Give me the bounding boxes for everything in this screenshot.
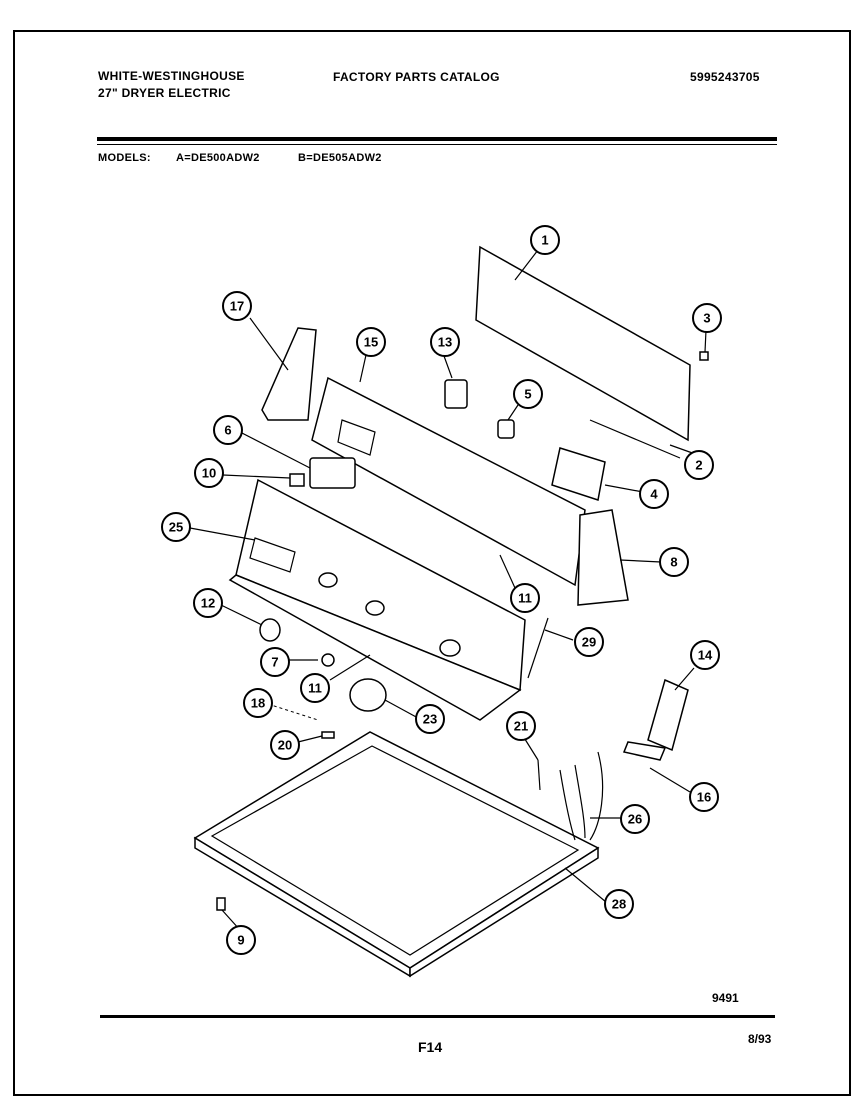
callout-18: 18 <box>243 688 273 718</box>
part-knob-b <box>365 600 385 616</box>
model-b: B=DE505ADW2 <box>298 152 382 164</box>
page-frame <box>13 30 851 1096</box>
part-knob-7 <box>321 653 335 667</box>
svg-text:23: 23 <box>423 712 437 727</box>
svg-text:1: 1 <box>541 233 548 248</box>
part-knob-12 <box>259 618 281 642</box>
part-top-side-edge <box>409 846 599 978</box>
svg-text:13: 13 <box>438 335 452 350</box>
page-number: F14 <box>418 1039 443 1055</box>
callout-14: 14 <box>690 640 720 670</box>
svg-text:2: 2 <box>695 458 702 473</box>
callout-3: 3 <box>692 303 722 333</box>
part-knob-a <box>318 572 338 588</box>
part-knob-c <box>439 639 461 657</box>
callout-8: 8 <box>659 547 689 577</box>
part-console-panel <box>311 376 586 587</box>
revision-code: 9491 <box>712 991 739 1005</box>
part-screw <box>699 351 709 361</box>
part-switch <box>444 379 468 409</box>
svg-text:20: 20 <box>278 738 292 753</box>
part-wire-harness <box>559 751 604 841</box>
header-rule-thin <box>97 144 777 145</box>
model-a: A=DE500ADW2 <box>176 152 260 164</box>
part-rod <box>589 419 681 459</box>
callout-13: 13 <box>430 327 460 357</box>
callout-21: 21 <box>506 711 536 741</box>
models-label: MODELS: <box>98 152 151 164</box>
svg-text:16: 16 <box>697 790 711 805</box>
callout-7: 7 <box>260 647 290 677</box>
part-console-lip <box>228 574 522 721</box>
svg-text:11: 11 <box>308 681 322 696</box>
svg-text:18: 18 <box>251 696 265 711</box>
svg-text:3: 3 <box>703 311 710 326</box>
callout-25: 25 <box>161 512 191 542</box>
svg-text:12: 12 <box>201 596 215 611</box>
svg-text:4: 4 <box>650 487 658 502</box>
callout-10: 10 <box>194 458 224 488</box>
svg-text:28: 28 <box>612 897 626 912</box>
svg-text:21: 21 <box>514 719 528 734</box>
svg-text:25: 25 <box>169 520 183 535</box>
svg-text:14: 14 <box>698 648 713 663</box>
svg-text:5: 5 <box>524 387 531 402</box>
callout-6: 6 <box>213 415 243 445</box>
callout-1: 1 <box>530 225 560 255</box>
footer-rule <box>100 1015 775 1018</box>
callout-29: 29 <box>574 627 604 657</box>
callout-5: 5 <box>513 379 543 409</box>
date-code: 8/93 <box>748 1032 772 1046</box>
part-terminal-block <box>647 678 689 752</box>
svg-text:10: 10 <box>202 466 216 481</box>
brand-title: WHITE-WESTINGHOUSE <box>98 69 245 83</box>
svg-text:15: 15 <box>364 335 378 350</box>
svg-text:8: 8 <box>670 555 677 570</box>
part-knob-small <box>497 419 515 439</box>
svg-text:7: 7 <box>271 655 278 670</box>
callout-12: 12 <box>193 588 223 618</box>
part-timer <box>551 447 606 501</box>
part-screw-21 <box>537 759 541 791</box>
part-foot-9 <box>216 897 226 911</box>
part-terminal-base <box>622 741 667 761</box>
svg-text:26: 26 <box>628 812 642 827</box>
callout-11-upper: 11 <box>510 583 540 613</box>
callout-28: 28 <box>604 889 634 919</box>
header-rule-thick <box>97 137 777 141</box>
part-top-inner <box>210 745 580 956</box>
callout-11-lower: 11 <box>300 673 330 703</box>
callout-2: 2 <box>684 450 714 480</box>
catalog-number: 5995243705 <box>690 70 760 84</box>
part-top <box>193 731 600 969</box>
callout-17: 17 <box>222 291 252 321</box>
callout-4: 4 <box>639 479 669 509</box>
svg-text:11: 11 <box>518 591 532 606</box>
part-pin-20 <box>321 731 335 739</box>
callout-9: 9 <box>226 925 256 955</box>
part-knob-23 <box>349 678 387 712</box>
callout-23: 23 <box>415 704 445 734</box>
part-clip <box>289 473 305 487</box>
callout-15: 15 <box>356 327 386 357</box>
part-console-label <box>249 537 296 573</box>
callout-26: 26 <box>620 804 650 834</box>
part-left-bracket <box>261 327 317 421</box>
part-switch-block <box>309 457 356 489</box>
catalog-title: FACTORY PARTS CATALOG <box>333 70 500 84</box>
svg-text:9: 9 <box>237 933 244 948</box>
svg-text:6: 6 <box>224 423 231 438</box>
callout-16: 16 <box>689 782 719 812</box>
svg-text:29: 29 <box>582 635 596 650</box>
part-right-bracket <box>577 509 629 606</box>
part-back-panel <box>475 245 691 442</box>
part-console-window <box>337 419 376 456</box>
part-rod-29 <box>527 617 549 679</box>
product-title: 27" DRYER ELECTRIC <box>98 86 231 100</box>
svg-text:17: 17 <box>230 299 244 314</box>
callout-20: 20 <box>270 730 300 760</box>
